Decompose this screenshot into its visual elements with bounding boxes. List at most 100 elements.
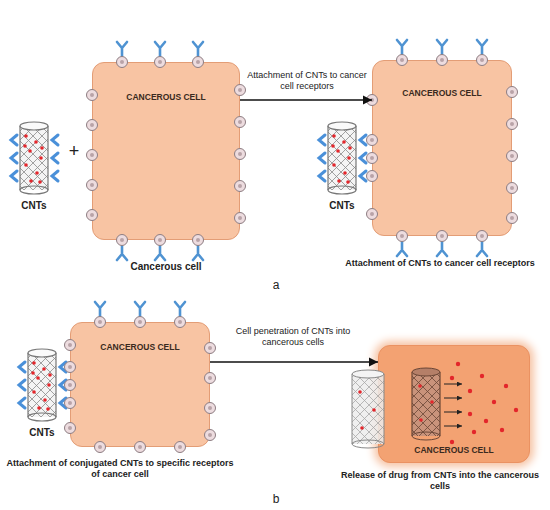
receptor [65,362,76,373]
receptor-antenna [135,302,145,316]
ligand-chevron [11,171,17,181]
nanotube-rim [20,186,48,194]
drug-dot [456,362,460,366]
drug-dot [23,144,27,148]
receptor [95,442,106,453]
receptor [205,430,216,441]
ligand-chevron [52,135,58,145]
ligand-chevron [319,153,325,163]
drug-dot [332,134,336,138]
figure-label: Release of drug from CNTs into the cance… [335,470,545,492]
drug-dot [346,180,350,184]
nanotube-rim [328,186,356,194]
receptor [87,180,98,191]
receptor [135,442,146,453]
drug-dot [332,163,336,167]
receptor [87,150,98,161]
nanotube-wall [328,126,356,190]
receptor-antenna [95,302,105,316]
node-title: CNTs [0,200,76,212]
receptor [397,55,408,66]
arrow-label: Cell penetration of CNTs into cancerous … [218,326,368,348]
cancer-cell: CANCEROUS CELL [378,345,530,463]
drug-dot [39,156,43,160]
drug-dot [336,149,340,153]
nanotube-rim [412,432,440,440]
carbon-nanotube: CNTs [314,118,370,218]
drug-dot [342,140,346,144]
nanotube-body [20,126,48,190]
receptor [65,340,76,351]
drug-dot [35,171,39,175]
nanotube-rim [352,440,384,448]
drug-dot [484,419,488,423]
nanotube-body [28,353,56,417]
nanotube-rim [28,349,56,357]
receptor-antenna [477,242,487,256]
drug-dot [348,146,352,150]
receptor-antenna [155,246,165,260]
receptor [507,213,518,224]
ligand-chevron [11,135,17,145]
release-arrow [444,398,462,399]
drug-dot [360,426,364,430]
nanotube-wall [412,372,440,436]
drug-dot [42,367,46,371]
drug-dot [28,149,32,153]
ligand-chevron [52,153,58,163]
node-title: CANCEROUS CELL [333,89,550,99]
receptor [397,231,408,242]
drug-dot [514,408,518,412]
node-title: CANCEROUS CELL [31,343,249,353]
drug-dot [430,400,434,404]
drug-dot [34,140,38,144]
nanotube-lattice [352,374,384,444]
receptor [367,135,378,146]
receptor [367,95,378,106]
receptor [205,403,216,414]
ligand-chevron [319,171,325,181]
nanotube-body [352,374,384,444]
nanotube-body [328,126,356,190]
cancer-cell: CANCEROUS CELL [70,322,210,447]
receptor [235,213,246,224]
receptor-antenna [397,242,407,256]
drug-dot [419,418,423,422]
receptor [477,55,488,66]
receptor [367,209,378,220]
receptor [507,183,518,194]
cancer-cell: CANCEROUS CELLCancerous cell [92,62,240,240]
receptor-antenna [437,242,447,256]
drug-dot [48,373,52,377]
release-arrow [444,384,462,385]
receptor [193,235,204,246]
process-arrow [240,99,372,100]
receptor [65,398,76,409]
figure-label: Attachment of CNTs to cancer cell recept… [340,258,540,269]
nanotube-wall [352,374,384,444]
receptor [155,235,166,246]
drug-dot [500,428,504,432]
drug-dot [36,376,40,380]
ligand-chevron [19,380,25,390]
receptor [437,231,448,242]
receptor [87,120,98,131]
nanotube-rim [352,370,384,378]
drug-dot [337,179,341,183]
drug-dot [492,400,496,404]
ligand-chevron [19,398,25,408]
process-arrow [210,361,378,362]
drug-dot [38,180,42,184]
figure-label: + [64,141,84,163]
receptor [87,90,98,101]
figure-label: Attachment of conjugated CNTs to specifi… [5,458,235,480]
receptor [135,317,146,328]
nanotube-body [412,372,440,436]
receptor-antenna [193,246,203,260]
receptor [205,373,216,384]
release-arrow [444,426,462,427]
receptor [87,210,98,221]
drug-dot [472,430,476,434]
node-caption: Cancerous cell [53,261,279,273]
node-title: CANCEROUS CELL [339,446,550,456]
